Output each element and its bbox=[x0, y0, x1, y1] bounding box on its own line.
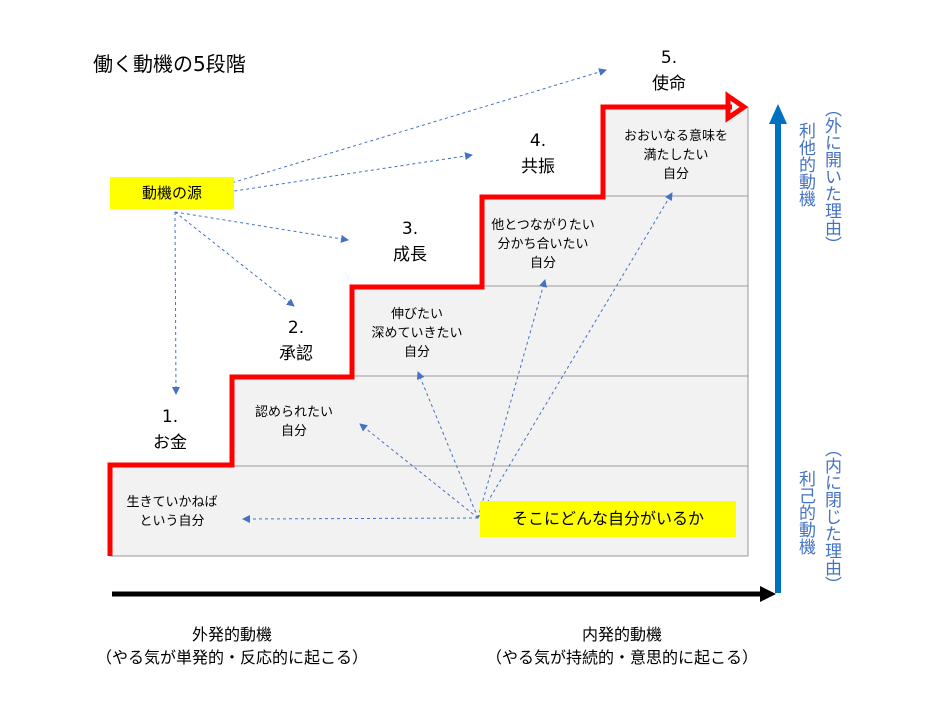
stage-name: 承認 bbox=[279, 344, 313, 364]
stage-number: 5. bbox=[660, 48, 678, 68]
stage-3-description: 伸びたい 深めていきたい 自分 bbox=[371, 307, 463, 360]
intrinsic-note: （やる気が持続的・意思的に起こる） bbox=[485, 648, 758, 667]
stage-number: 4. bbox=[529, 131, 547, 151]
stage-1-label: 1. お金 bbox=[130, 404, 210, 456]
core-self-label: そこにどんな自分がいるか bbox=[480, 501, 736, 537]
arrow-to-desc-2 bbox=[359, 423, 479, 519]
extrinsic-label: 外発的動機 bbox=[191, 625, 272, 644]
staircase-line bbox=[107, 104, 732, 556]
y-axis-top-main: 利他的動機 bbox=[795, 122, 815, 207]
stage-2-description: 認められたい 自分 bbox=[254, 405, 333, 439]
stage-name: お金 bbox=[153, 433, 187, 453]
y-axis-bottom-paren: （内に閉じた理由） bbox=[821, 440, 841, 593]
y-axis-bottom-main: 利己的動機 bbox=[795, 470, 815, 555]
diagram-title: 働く動機の5段階 bbox=[93, 52, 246, 76]
arrow-to-stage-3 bbox=[174, 211, 349, 243]
stage-3-label: 3. 成長 bbox=[370, 216, 450, 268]
stage-number: 1. bbox=[161, 407, 179, 427]
stage-number: 3. bbox=[401, 219, 419, 239]
stage-2-label: 2. 承認 bbox=[256, 315, 336, 367]
stage-1-description: 生きていかねば という自分 bbox=[126, 495, 218, 529]
stage-name: 使命 bbox=[652, 74, 686, 94]
stair-mask bbox=[108, 100, 750, 465]
arrow-to-stage-2 bbox=[174, 211, 295, 307]
y-axis-top-paren: （外に開いた理由） bbox=[821, 100, 841, 253]
extrinsic-note: （やる気が単発的・反応的に起こる） bbox=[95, 648, 368, 667]
x-axis-left-caption: 外発的動機 （やる気が単発的・反応的に起こる） bbox=[62, 623, 402, 669]
x-axis-arrowhead bbox=[760, 586, 776, 602]
stage-name: 共振 bbox=[521, 157, 555, 177]
motivation-source-label: 動機の源 bbox=[110, 177, 234, 209]
stage-5-label: 5. 使命 bbox=[629, 45, 709, 97]
core-arrows bbox=[242, 192, 673, 523]
stage-4-description: 他とつながりたい 分かち合いたい 自分 bbox=[491, 218, 595, 271]
stage-4-label: 4. 共振 bbox=[498, 128, 578, 180]
stage-5-description: おおいなる意味を 満たしたい 自分 bbox=[623, 129, 728, 182]
stage-number: 2. bbox=[287, 318, 305, 338]
arrow-to-stage-1 bbox=[171, 211, 180, 395]
y-axis-arrowhead bbox=[769, 104, 787, 124]
intrinsic-label: 内発的動機 bbox=[581, 625, 662, 644]
staircase-arrowhead bbox=[725, 91, 749, 123]
arrow-to-desc-3 bbox=[416, 371, 479, 519]
x-axis-right-caption: 内発的動機 （やる気が持続的・意思的に起こる） bbox=[452, 623, 792, 669]
arrow-to-desc-4 bbox=[477, 279, 547, 519]
stage-name: 成長 bbox=[393, 245, 427, 265]
